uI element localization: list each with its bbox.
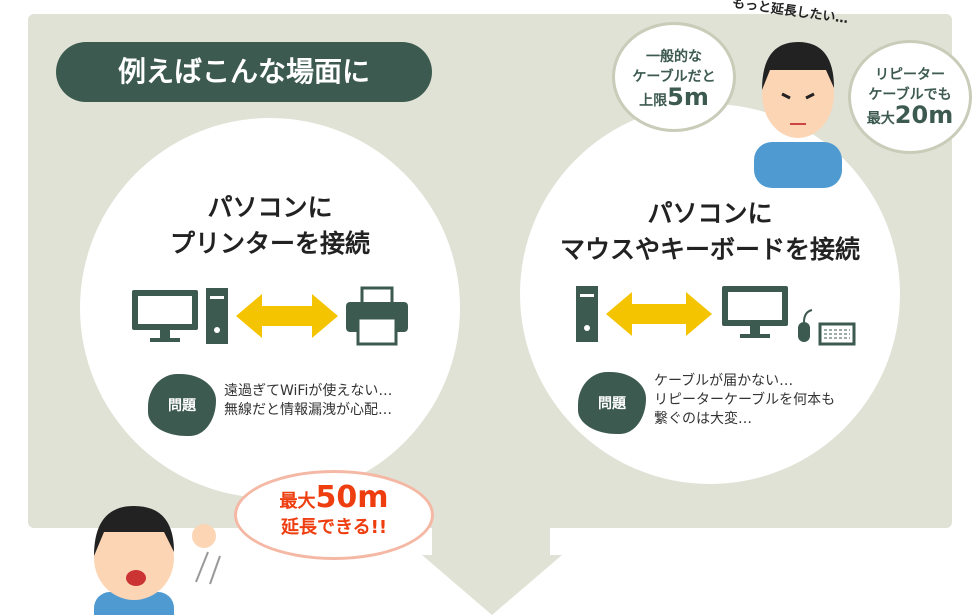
down-arrow: [432, 520, 550, 560]
problem-badge: 問題: [148, 374, 216, 436]
scenario-title: パソコンにプリンターを接続: [169, 193, 370, 258]
double-arrow-icon: [236, 294, 338, 338]
mouse-icon: [798, 309, 813, 342]
scenario-title: パソコンにマウスやキーボードを接続: [559, 199, 860, 264]
section-tag: 例えばこんな場面に: [56, 42, 432, 102]
problem-note: 問題 ケーブルが届かない… リピーターケーブルを何本も 繋ぐのは大変…: [578, 372, 835, 434]
problem-badge: 問題: [578, 372, 646, 434]
keyboard-icon: [818, 322, 856, 346]
monitor-icon: [132, 290, 198, 342]
problem-note: 問題 遠過ぎてWiFiが使えない… 無線だと情報漏洩が心配…: [148, 374, 392, 436]
speech-bubble-normal-cable: 一般的なケーブルだと上限5m: [612, 22, 736, 132]
monitor-icon: [722, 286, 788, 338]
printer-icon: [346, 286, 408, 346]
happy-man-illustration: [94, 506, 221, 615]
problem-text: ケーブルが届かない… リピーターケーブルを何本も 繋ぐのは大変…: [654, 373, 836, 427]
worried-man-illustration: [754, 42, 842, 188]
pc-tower-icon: [576, 286, 598, 342]
speech-bubble-repeater-cable: リピーターケーブルでも最大20m: [848, 40, 972, 154]
printer-scenario: パソコンにプリンターを接続 問題 遠過ぎてWiFiが使えない… 無線だと情報漏洩…: [80, 118, 460, 498]
problem-text: 遠過ぎてWiFiが使えない… 無線だと情報漏洩が心配…: [224, 383, 393, 418]
pc-mouse-keyboard-icons: [576, 286, 856, 346]
pc-printer-icons: [132, 286, 408, 346]
pc-tower-icon: [206, 288, 228, 344]
down-arrow-head: [422, 555, 562, 615]
double-arrow-icon: [606, 292, 712, 336]
